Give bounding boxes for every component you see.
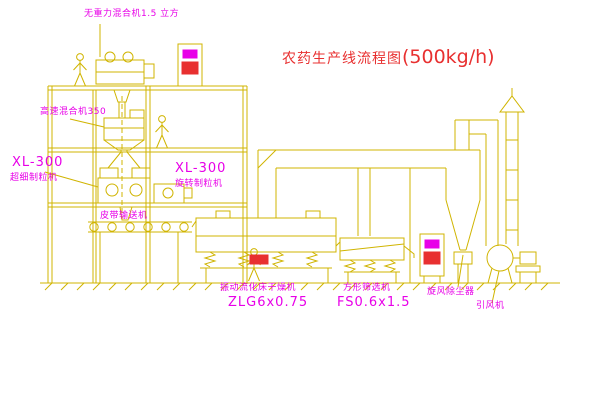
- fluid-bed-dryer: [191, 210, 337, 283]
- main-duct: [257, 149, 446, 283]
- label-right-granulator-model: XL-300: [175, 161, 227, 176]
- label-top-mixer: 无重力混合机1.5 立方: [84, 9, 180, 19]
- label-cyclone: 旋风除尘器: [427, 287, 475, 297]
- label-right-granulator-name: 旋转制粒机: [175, 179, 223, 189]
- granulator-right: [153, 183, 193, 204]
- exhaust-stack: [499, 88, 525, 246]
- sieving-machine: [335, 237, 415, 283]
- worker-figure: [73, 53, 87, 87]
- control-cabinet-right: [419, 233, 445, 283]
- cyclone-separator: [445, 119, 499, 283]
- label-left-granulator-model: XL-300: [12, 155, 64, 170]
- label-sieve-model: FS0.6x1.5: [337, 295, 411, 310]
- label-belt-conveyor: 皮带输送机: [100, 211, 148, 221]
- belt-conveyor: [88, 221, 192, 283]
- vibration-motor: [249, 254, 269, 265]
- leader-lines: [44, 24, 500, 304]
- granulator-left: [97, 177, 151, 221]
- ground-hatch: [44, 282, 549, 291]
- label-dryer-name: 振动流化床干燥机: [220, 283, 297, 293]
- label-fan: 引风机: [476, 301, 505, 311]
- label-dryer-model: ZLG6x0.75: [228, 295, 309, 310]
- high-speed-mixer: [99, 109, 151, 179]
- draft-fan: [486, 244, 541, 284]
- diagram-title: 农药生产线流程图(500kg/h): [282, 46, 495, 68]
- worker-figure: [155, 115, 169, 149]
- control-cabinet-top: [177, 43, 203, 87]
- worker-figure: [247, 248, 261, 282]
- diagram-title-text: 农药生产线流程图: [282, 51, 402, 67]
- label-sieve-name: 方形筛选机: [343, 283, 391, 293]
- diagram-title-capacity: (500kg/h): [402, 46, 495, 68]
- zero-gravity-mixer: [95, 51, 155, 118]
- label-left-granulator-name: 超细制粒机: [10, 173, 58, 183]
- label-high-speed-mixer: 高速混合机350: [40, 107, 107, 117]
